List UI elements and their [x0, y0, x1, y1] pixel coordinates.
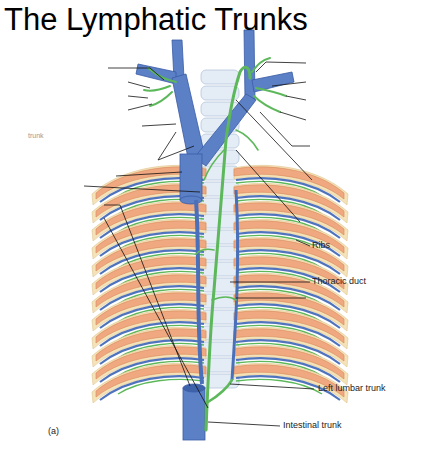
- part-label: Intestinal trunk: [283, 421, 342, 431]
- part-label: Thoracic duct: [312, 277, 366, 287]
- panel-label: (a): [48, 427, 59, 437]
- part-label: Ribs: [312, 241, 330, 251]
- figure-title: The Lymphatic Trunks: [4, 4, 308, 35]
- rib-cage-left: [92, 165, 206, 403]
- leader-lines: [84, 62, 314, 426]
- part-label: Left lumbar trunk: [318, 384, 386, 394]
- partial-label: trunk: [28, 132, 44, 140]
- veins: [136, 30, 294, 440]
- lymphatic-vessels: [144, 58, 286, 430]
